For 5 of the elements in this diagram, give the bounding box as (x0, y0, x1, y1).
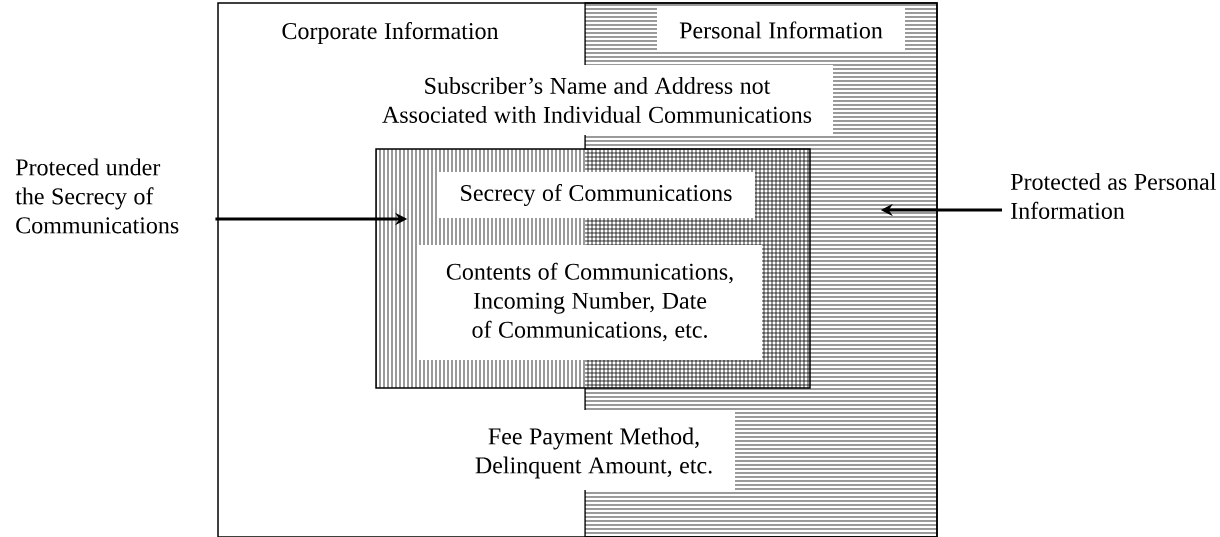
side-note: Proteced under the Secrecy of Communications (15, 158, 179, 234)
text-box: Subscriber’s Name and Address not Associated with Individual Communications (362, 65, 833, 135)
region-box: Secrecy of Communications Contents of Communications, Incoming Number, Date of Communications, etc. (375, 148, 811, 389)
side-note: Protected as Personal Information (1010, 173, 1216, 219)
text-box: Fee Payment Method, Delinquent Amount, etc. (455, 410, 735, 490)
